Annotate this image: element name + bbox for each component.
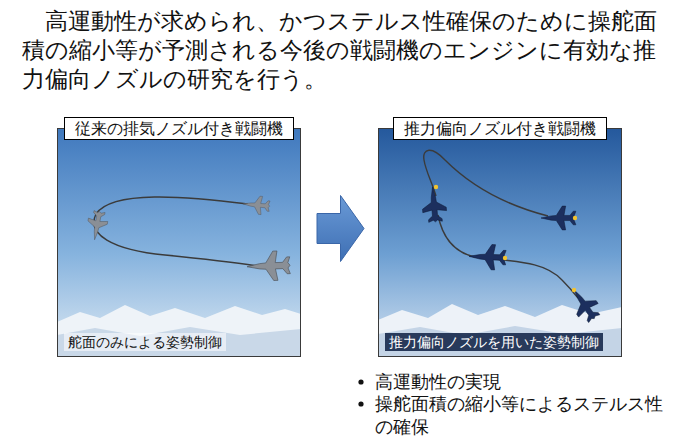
sky bbox=[57, 128, 301, 357]
bullet-text: 操舵面積の縮小等によるステルス性の確保 bbox=[375, 392, 665, 438]
jet-icon bbox=[85, 195, 291, 282]
bullet-dot bbox=[358, 379, 363, 384]
mountains bbox=[57, 327, 301, 357]
mountains bbox=[57, 305, 301, 357]
mountains bbox=[378, 326, 622, 357]
flight-path bbox=[94, 197, 258, 266]
block-arrow bbox=[317, 196, 364, 262]
flight-path bbox=[424, 150, 578, 298]
sky bbox=[378, 128, 622, 357]
mountains bbox=[378, 304, 622, 357]
image-panel: 従来の排気ノズル付き戦闘機舵面のみによる姿勢制御 bbox=[57, 128, 301, 357]
panel-header: 推力偏向ノズル付き戦闘機 bbox=[393, 117, 607, 140]
jet-icon bbox=[421, 186, 604, 325]
bullet-dot bbox=[358, 401, 363, 406]
panel-header: 従来の排気ノズル付き戦闘機 bbox=[64, 117, 294, 140]
bullet-text: 高運動性の実現 bbox=[375, 370, 665, 393]
panel-caption: 推力偏向ノズルを用いた姿勢制御 bbox=[385, 333, 603, 351]
nozzle-glow bbox=[434, 185, 577, 292]
panel-caption: 舵面のみによる姿勢制御 bbox=[64, 333, 226, 351]
title-text: 高運動性が求められ、かつステルス性確保のために操舵面積の縮小等が予測される今後の… bbox=[22, 7, 672, 94]
image-panel: 推力偏向ノズル付き戦闘機推力偏向ノズルを用いた姿勢制御 bbox=[378, 128, 622, 357]
